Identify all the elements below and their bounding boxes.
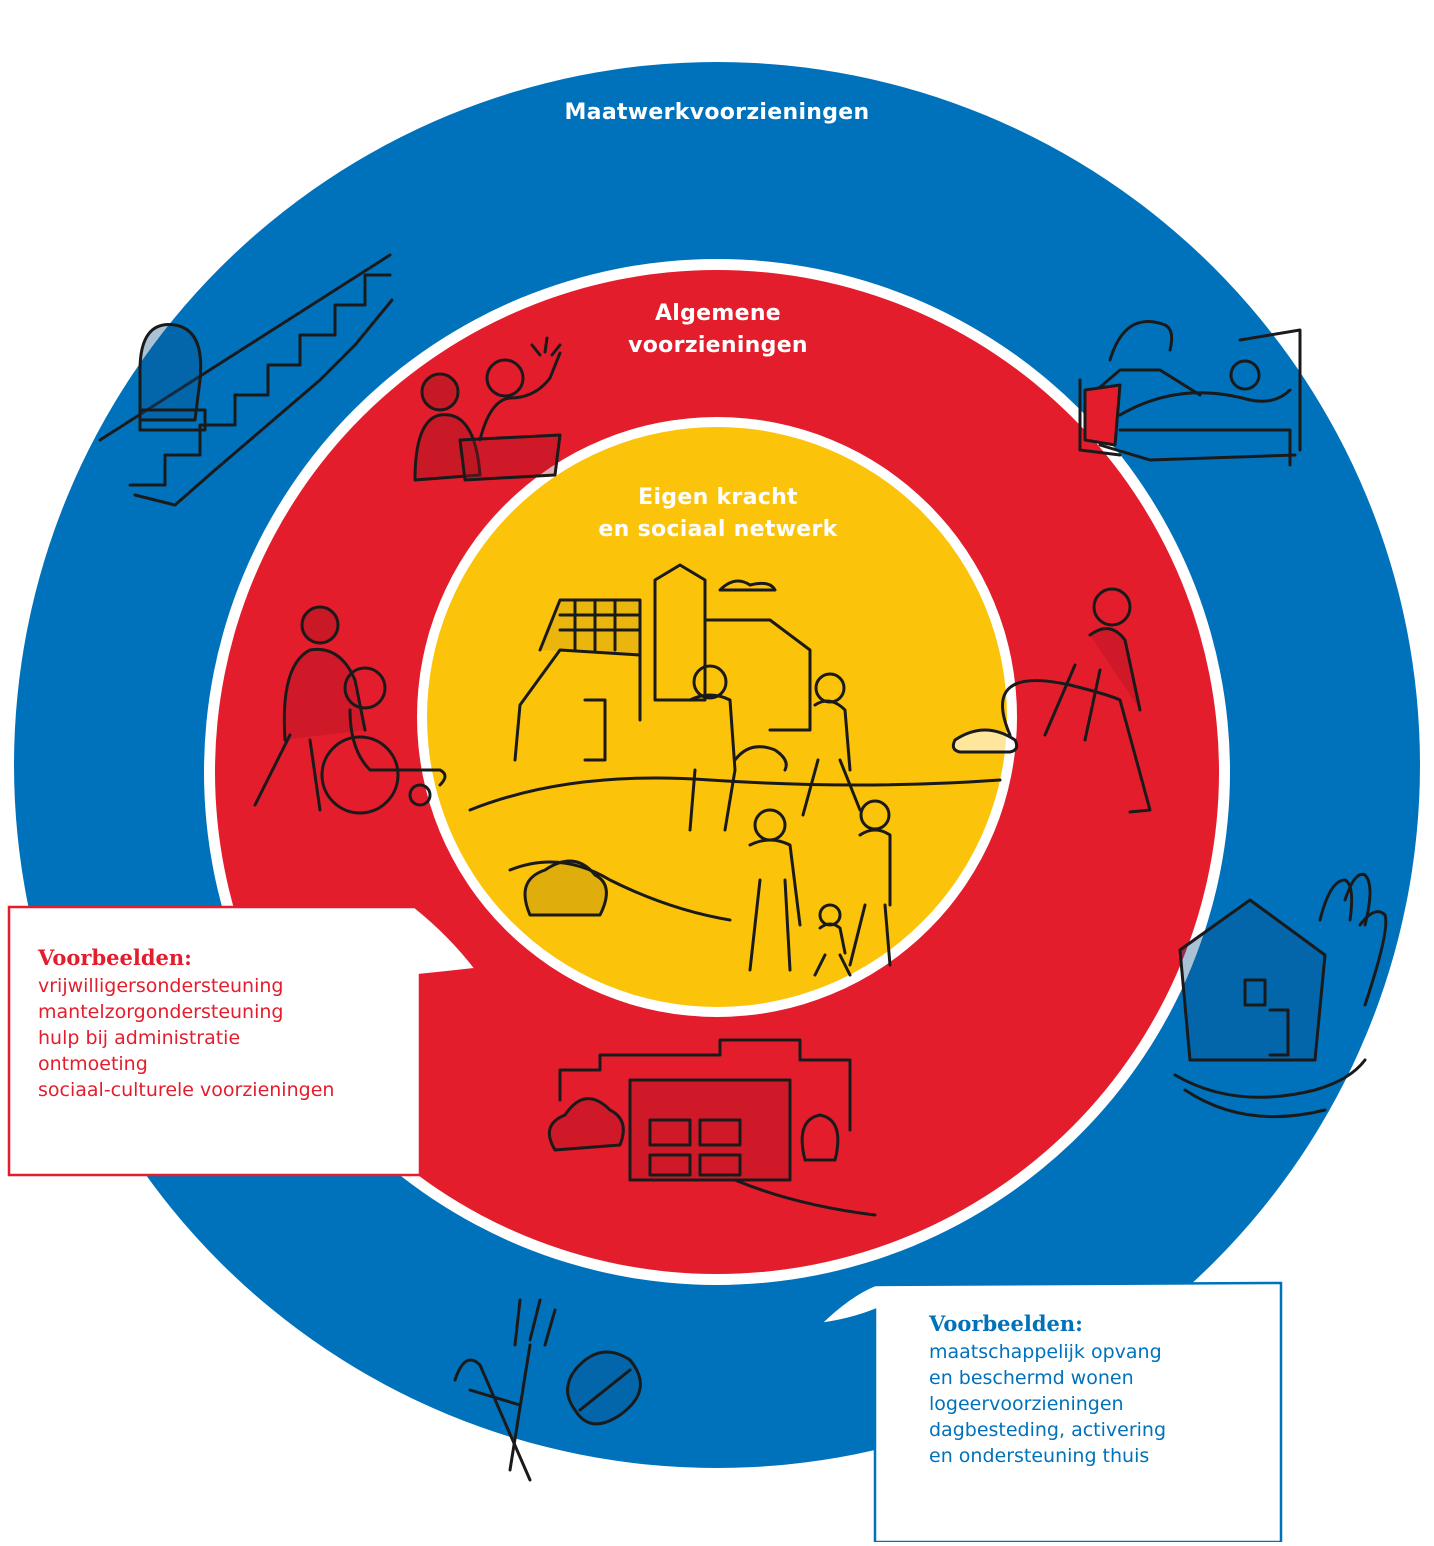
callout-left: Voorbeelden: vrijwilligersondersteuning …: [38, 945, 334, 1103]
garden-tools-icon: [453, 1298, 642, 1482]
house-in-hands-icon: [1173, 872, 1388, 1119]
callout-left-item: mantelzorgondersteuning: [38, 1001, 284, 1023]
vacuum-cleaning-icon: [951, 587, 1152, 814]
callout-right-item: en ondersteuning thuis: [929, 1445, 1150, 1467]
outer-ring-label: Maatwerkvoorzieningen: [417, 100, 1017, 125]
callout-right-item: logeervoorzieningen: [929, 1393, 1124, 1415]
callout-left-item: hulp bij administratie: [38, 1027, 241, 1049]
conversation-people-icon: [413, 336, 562, 482]
village-community-icon: [468, 563, 1002, 977]
callout-left-item: ontmoeting: [38, 1053, 148, 1075]
inner-circle-label-line-1: Eigen kracht: [638, 485, 798, 510]
wheelchair-assist-icon: [253, 605, 447, 815]
callout-left-box: [7, 905, 479, 1177]
inner-circle-label-line-2: en sociaal netwerk: [598, 517, 838, 542]
callout-left-item: sociaal-culturele voorzieningen: [38, 1079, 335, 1101]
callout-left-heading: Voorbeelden:: [38, 945, 192, 970]
inner-circle-label: Eigen kracht en sociaal netwerk: [568, 482, 868, 546]
callout-left-item: vrijwilligersondersteuning: [38, 975, 284, 997]
callout-right: Voorbeelden: maatschappelijk opvang en b…: [929, 1311, 1166, 1469]
callout-right-item: maatschappelijk opvang: [929, 1341, 1162, 1363]
callout-right-item: dagbesteding, activering: [929, 1419, 1167, 1441]
stairlift-icon: [98, 253, 394, 507]
middle-ring-label-line-2: voorzieningen: [628, 333, 808, 358]
callout-right-heading: Voorbeelden:: [929, 1311, 1083, 1336]
community-building-icon: [547, 1038, 877, 1217]
bedridden-care-icon: [1078, 320, 1302, 467]
callout-right-item: en beschermd wonen: [929, 1367, 1134, 1389]
callout-right-box: [816, 1281, 1283, 1544]
outer-ring-label-text: Maatwerkvoorzieningen: [564, 100, 870, 125]
middle-ring-label-line-1: Algemene: [654, 301, 782, 326]
middle-ring-label: Algemene voorzieningen: [568, 298, 868, 362]
